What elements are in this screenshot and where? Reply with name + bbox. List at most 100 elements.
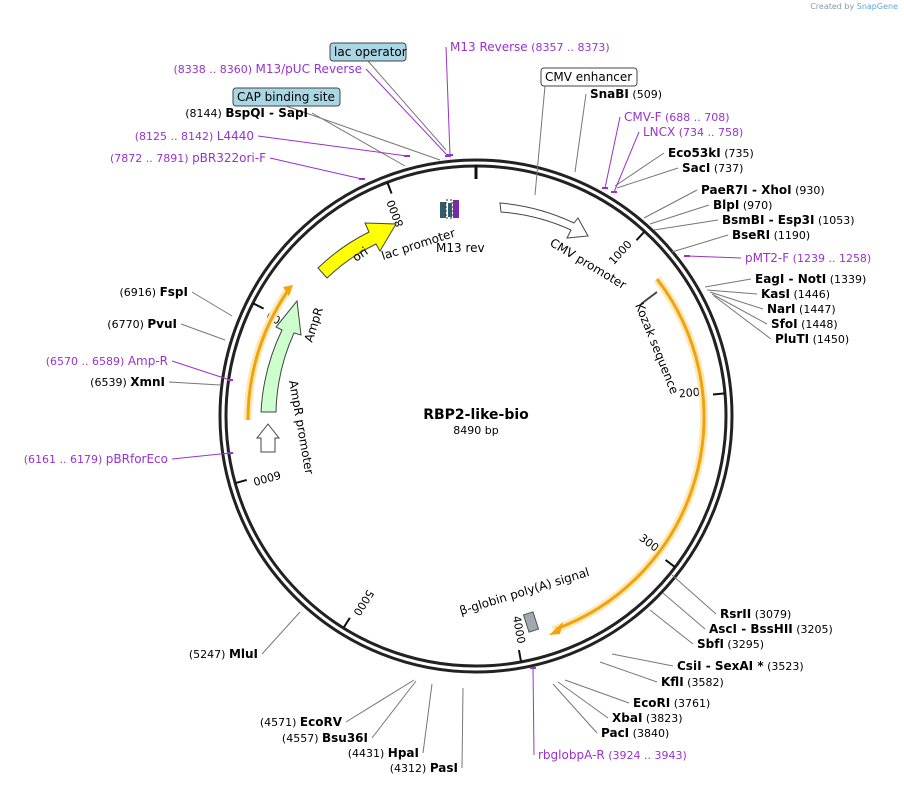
ampr-orf-arrowhead bbox=[283, 285, 293, 296]
enzyme-leader bbox=[713, 295, 772, 340]
primer-label: (6161 .. 6179) pBRforEco bbox=[24, 452, 168, 466]
primer-label: M13 Reverse (8357 .. 8373) bbox=[450, 40, 610, 54]
backbone-outer bbox=[218, 158, 734, 674]
kozak-mark bbox=[640, 291, 658, 305]
enzyme-label: NarI (1447) bbox=[767, 302, 836, 316]
enzyme-label: PacI (3840) bbox=[601, 726, 669, 740]
enzyme-leader bbox=[649, 204, 710, 225]
enzyme-leader bbox=[662, 592, 706, 630]
enzyme-label: (6539) XmnI bbox=[90, 375, 165, 389]
enzyme-label: BsmBI - Esp3I (1053) bbox=[722, 213, 855, 227]
primer-label: (7872 .. 7891) pBR322ori-F bbox=[110, 151, 266, 165]
primer-leader bbox=[445, 46, 451, 156]
enzyme-label: (6770) PvuI bbox=[107, 317, 177, 331]
enzyme-leader bbox=[311, 112, 406, 167]
snapgene-credit: Created by SnapGene bbox=[810, 2, 898, 11]
tick-mark bbox=[664, 559, 676, 568]
enzyme-label: Eco53kI (735) bbox=[668, 146, 754, 160]
tick-mark bbox=[386, 181, 393, 194]
primer-label: pMT2-F (1239 .. 1258) bbox=[745, 251, 871, 265]
feature-leader bbox=[534, 85, 546, 196]
enzyme-label: SacI (737) bbox=[682, 161, 743, 175]
primer-label: LNCX (734 .. 758) bbox=[643, 125, 743, 139]
tick-mark bbox=[234, 478, 248, 485]
primer-label: (8125 .. 8142) L4440 bbox=[135, 129, 254, 143]
enzyme-label: (4312) PasI bbox=[390, 761, 458, 775]
ori-arrow bbox=[317, 222, 397, 279]
enzyme-leader bbox=[709, 291, 764, 310]
tick-label: 1000 bbox=[606, 238, 634, 267]
cmv-enhancer-box bbox=[540, 67, 638, 87]
enzyme-leader bbox=[371, 680, 417, 739]
enzyme-leader bbox=[557, 681, 609, 719]
m13rev-block bbox=[453, 200, 459, 218]
ampr-arrow bbox=[260, 299, 302, 413]
primer-leader bbox=[604, 116, 621, 189]
cmv-promoter-arrow bbox=[499, 202, 589, 239]
enzyme-label: BlpI (970) bbox=[713, 198, 772, 212]
tick-mark bbox=[635, 230, 646, 241]
orf-arrowhead bbox=[549, 622, 563, 635]
enzyme-label: (4557) Bsu36I bbox=[282, 731, 368, 745]
polya-label: β-globin poly(A) signal bbox=[458, 565, 591, 618]
feature-arcs bbox=[243, 199, 708, 635]
boxed-feature-labels: lac operator CAP binding site CMV enhanc… bbox=[232, 42, 638, 107]
orf-arc bbox=[555, 278, 706, 631]
enzyme-leader bbox=[706, 289, 758, 295]
credit-prefix: Created by bbox=[810, 2, 855, 11]
enzyme-label: EcoRI (3761) bbox=[633, 696, 710, 710]
primer-leader bbox=[613, 131, 640, 193]
enzyme-label: SnaBI (509) bbox=[590, 87, 662, 101]
enzyme-label: PaeR7I - XhoI (930) bbox=[701, 183, 825, 197]
feature-leader bbox=[367, 60, 447, 151]
enzyme-leader bbox=[704, 278, 752, 288]
site-labels: SnaBI (509) Eco53kI (735)SacI (737) PaeR7I… bbox=[24, 40, 872, 775]
ampr-label: AmpR bbox=[302, 305, 326, 343]
primer-label: rbglobpA-R (3924 .. 3943) bbox=[538, 748, 687, 762]
enzyme-leader bbox=[671, 234, 729, 253]
enzyme-label: CsiI - SexAI * (3523) bbox=[677, 659, 804, 673]
primer-label: (6570 .. 6589) Amp-R bbox=[46, 354, 168, 368]
plasmid-length: 8490 bp bbox=[453, 424, 498, 437]
enzyme-label: SbfI (3295) bbox=[697, 637, 764, 651]
enzyme-label: PluTI (1450) bbox=[775, 332, 849, 346]
ampr-orf-arc bbox=[246, 291, 289, 421]
enzyme-leader bbox=[616, 167, 679, 189]
tick-label: 6000 bbox=[252, 468, 282, 488]
m13-rev-label: M13 rev bbox=[436, 241, 485, 255]
enzyme-leader bbox=[574, 93, 587, 173]
enzyme-label: BseRI (1190) bbox=[732, 228, 810, 242]
enzyme-leader bbox=[564, 679, 630, 704]
enzyme-leader bbox=[649, 609, 694, 645]
ampr-promoter-arrow bbox=[255, 423, 281, 453]
primer-leader bbox=[171, 360, 231, 381]
cap-site-text: CAP binding site bbox=[237, 90, 335, 104]
enzyme-leader bbox=[653, 219, 719, 231]
enzyme-leader bbox=[643, 189, 698, 219]
primer-leader bbox=[269, 157, 363, 180]
enzyme-label: KflI (3582) bbox=[661, 675, 724, 689]
ampr-promoter-label: AmpR promoter bbox=[286, 379, 316, 475]
enzyme-leader bbox=[422, 683, 433, 754]
tick-label: 5000 bbox=[350, 587, 376, 618]
enzyme-leader bbox=[599, 661, 658, 683]
enzyme-label: (4431) HpaI bbox=[348, 746, 419, 760]
lac-promoter-block bbox=[440, 202, 447, 218]
cap-block bbox=[448, 203, 452, 217]
lac-operator-text: lac operator bbox=[334, 45, 407, 59]
primer-leader bbox=[257, 135, 408, 157]
primer-leader bbox=[686, 255, 742, 259]
enzyme-leader bbox=[614, 152, 665, 187]
credit-brand: SnapGene bbox=[856, 2, 898, 11]
cap-site-box bbox=[232, 87, 341, 107]
enzyme-label: SfoI (1448) bbox=[771, 317, 838, 331]
tick-mark bbox=[517, 649, 523, 663]
tick-mark bbox=[712, 392, 726, 396]
primer-leader bbox=[365, 68, 449, 157]
cmv-enhancer-text: CMV enhancer bbox=[545, 70, 632, 84]
primer-leader bbox=[171, 452, 231, 460]
enzyme-leader bbox=[461, 687, 464, 769]
tick-mark bbox=[252, 302, 265, 310]
enzyme-leader bbox=[345, 679, 415, 723]
enzyme-label: RsrII (3079) bbox=[720, 607, 791, 621]
